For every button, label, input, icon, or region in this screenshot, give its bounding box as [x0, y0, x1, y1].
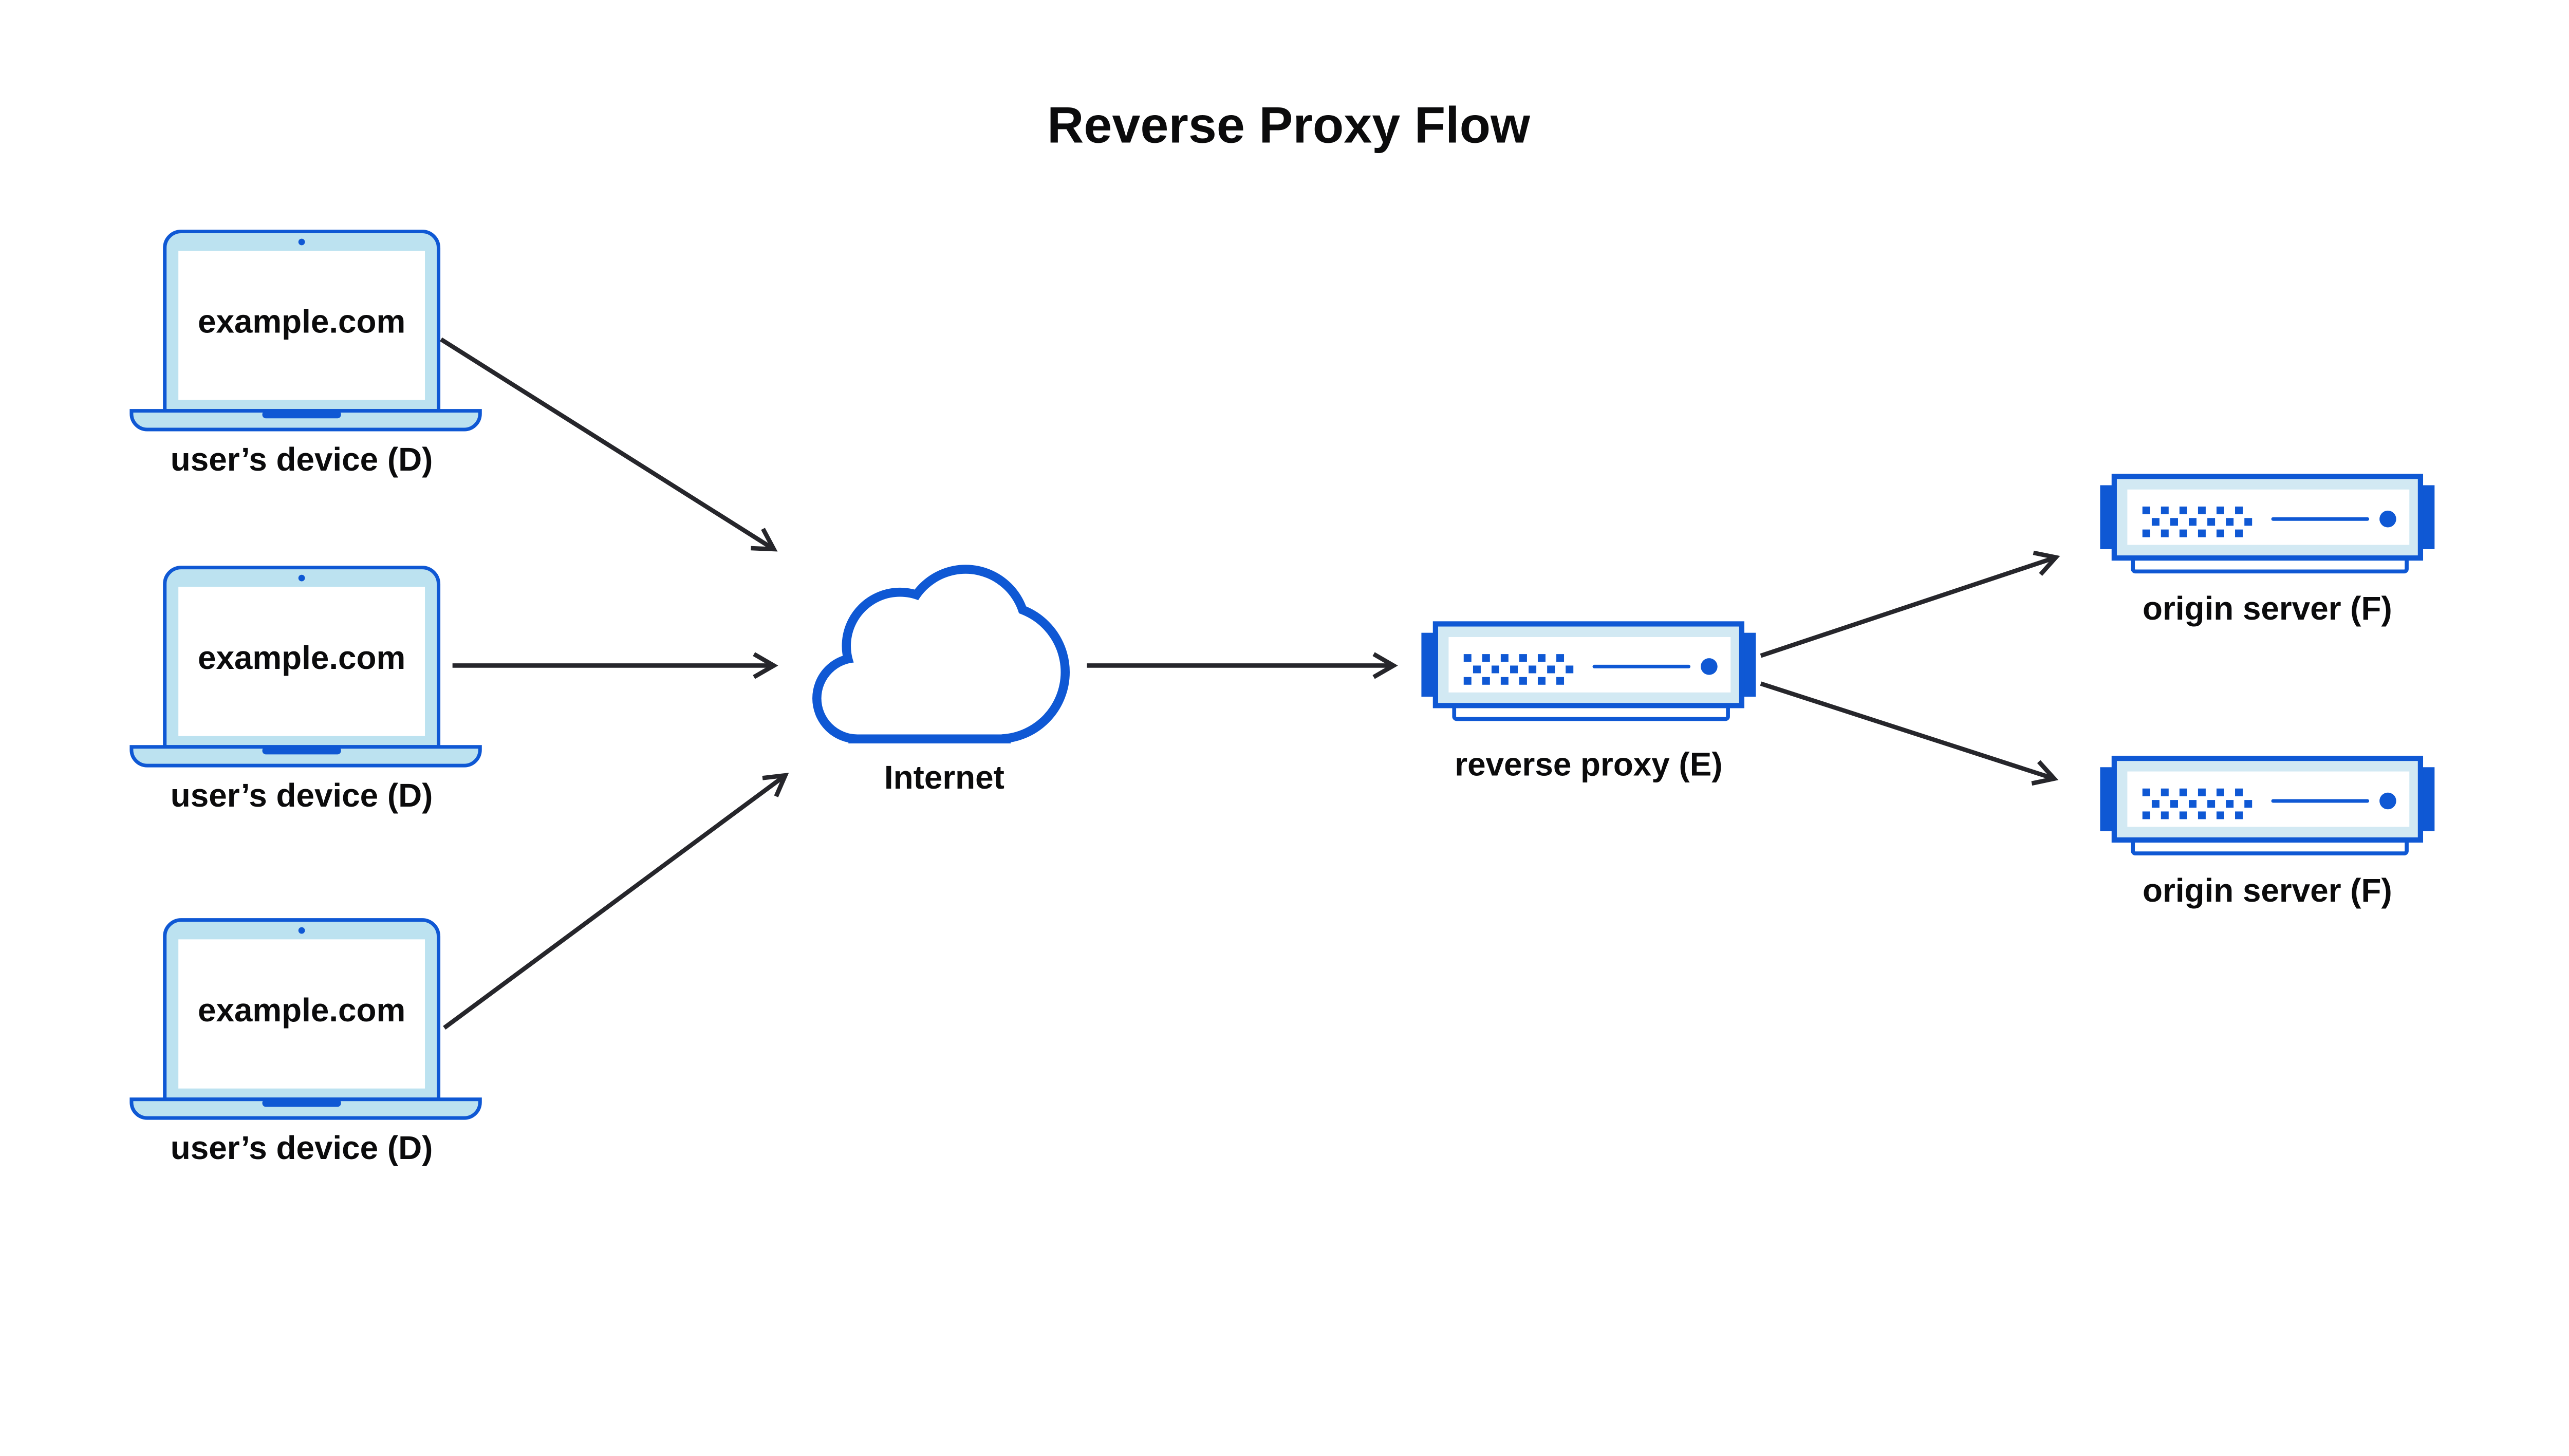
reverse-proxy-flow-diagram: Reverse Proxy Flow example.com user’s de… [129, 96, 2437, 1166]
internet-label: Internet [884, 759, 1004, 796]
arrow-device2-to-internet [452, 652, 778, 679]
arrow-proxy-to-origin2 [1760, 681, 2059, 786]
arrow-proxy-to-origin1 [1760, 550, 2060, 658]
flow-arrows [440, 337, 2060, 1030]
device-2-screen-text: example.com [198, 639, 405, 676]
diagram-page: Reverse Proxy Flow example.com user’s de… [129, 96, 2437, 1166]
device-2-label: user’s device (D) [171, 777, 433, 814]
reverse-proxy-label: reverse proxy (E) [1455, 745, 1722, 782]
server-icon-origin-1 [2100, 476, 2434, 571]
server-icon-origin-2 [2100, 758, 2434, 853]
device-1-screen-text: example.com [198, 303, 405, 340]
server-icon-reverse-proxy [1421, 624, 1756, 719]
origin-2-label: origin server (F) [2143, 872, 2392, 909]
device-1-label: user’s device (D) [171, 441, 433, 478]
cloud-icon [822, 574, 1061, 735]
arrow-internet-to-proxy [1087, 652, 1398, 679]
origin-1-label: origin server (F) [2143, 590, 2392, 627]
arrow-device3-to-internet [443, 773, 789, 1030]
page-title: Reverse Proxy Flow [1047, 97, 1531, 154]
device-3-label: user’s device (D) [171, 1129, 433, 1166]
device-3-screen-text: example.com [198, 992, 405, 1029]
arrow-device1-to-internet [440, 337, 778, 552]
